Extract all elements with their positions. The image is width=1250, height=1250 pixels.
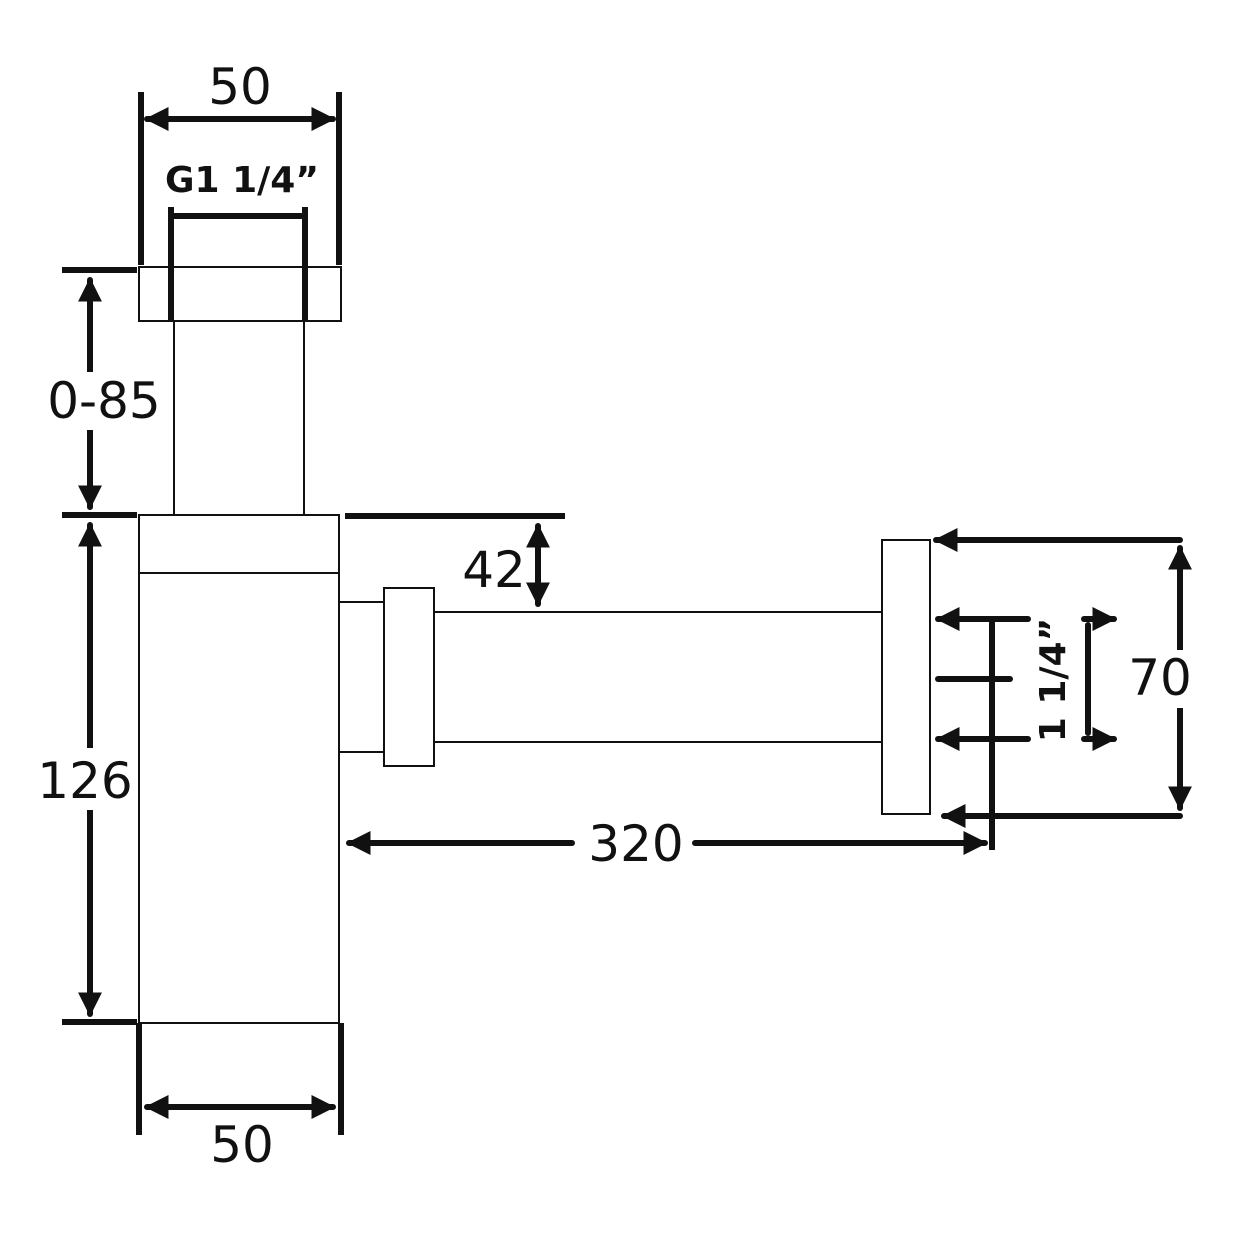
trap-body <box>138 572 340 1024</box>
flange-diameter-dimension: 70 <box>933 528 1193 828</box>
wall-flange <box>881 539 931 815</box>
height-adjust-dimension: 0-85 <box>45 267 163 510</box>
outlet-offset-dimension: 42 <box>345 513 565 607</box>
outlet-length-label: 320 <box>588 815 683 873</box>
outlet-length-dimension: 320 <box>346 620 995 873</box>
height-adjust-label: 0-85 <box>47 372 160 430</box>
body-cap <box>138 514 340 574</box>
bottom-width-label: 50 <box>210 1116 274 1174</box>
top-width-dimension: 50 <box>138 58 342 265</box>
top-thread-dimension: G1 1/4” <box>165 160 319 321</box>
body-height-dimension: 126 <box>35 512 137 1025</box>
outlet-socket <box>338 601 385 753</box>
outlet-pipe <box>433 611 883 743</box>
outlet-nut <box>383 587 435 767</box>
outlet-offset-label: 42 <box>462 541 526 599</box>
outlet-thread-dimension: 1 1/4” <box>935 607 1117 751</box>
top-width-label: 50 <box>208 58 272 116</box>
bottom-width-dimension: 50 <box>136 1023 344 1174</box>
trap-body-group <box>138 266 931 1024</box>
top-thread-label: G1 1/4” <box>165 160 319 201</box>
flange-diameter-label: 70 <box>1128 649 1192 707</box>
tailpiece-tube <box>173 320 305 516</box>
outlet-thread-label: 1 1/4” <box>1033 618 1074 743</box>
body-height-label: 126 <box>37 752 132 810</box>
